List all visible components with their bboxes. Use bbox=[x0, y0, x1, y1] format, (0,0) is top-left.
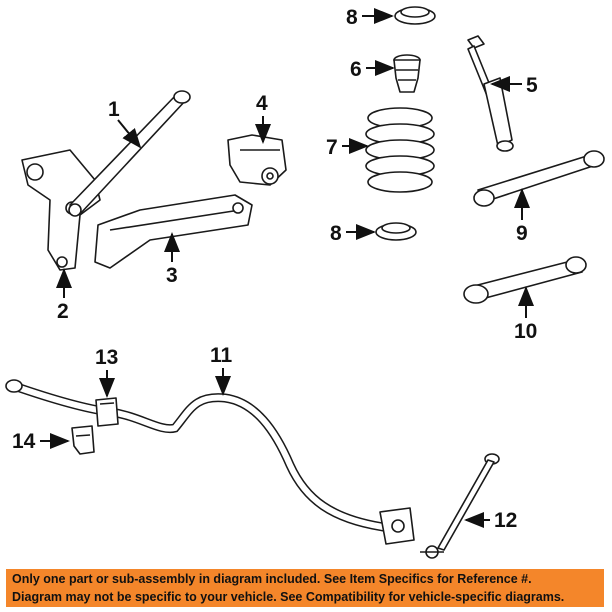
part-11-stabilizer-bar bbox=[5, 379, 415, 545]
part-5-shock-absorber bbox=[467, 35, 514, 152]
callout-7: 7 bbox=[326, 136, 369, 159]
callout-11: 11 bbox=[210, 344, 233, 396]
part-3-lower-arm bbox=[94, 194, 253, 269]
callout-2: 2 bbox=[56, 268, 72, 323]
callout-11-label: 11 bbox=[210, 344, 233, 367]
part-8-upper-isolator bbox=[394, 6, 436, 25]
part-1-control-rod bbox=[68, 90, 191, 217]
disclaimer-line-1: Only one part or sub-assembly in diagram… bbox=[12, 572, 532, 586]
callout-4: 4 bbox=[255, 92, 271, 144]
callout-14-label: 14 bbox=[12, 430, 36, 453]
part-10-control-arm bbox=[463, 256, 587, 304]
callout-7-label: 7 bbox=[326, 136, 338, 159]
callout-6-label: 6 bbox=[350, 58, 362, 81]
part-12-stabilizer-link bbox=[420, 453, 500, 559]
callout-12: 12 bbox=[464, 509, 517, 532]
callout-6: 6 bbox=[350, 58, 395, 81]
callout-8-upper-label: 8 bbox=[346, 6, 358, 29]
callout-1: 1 bbox=[108, 98, 142, 149]
part-2-bracket bbox=[21, 149, 101, 271]
callout-10: 10 bbox=[514, 286, 537, 343]
callout-13-label: 13 bbox=[95, 346, 118, 369]
callout-3-label: 3 bbox=[166, 264, 178, 287]
callout-14: 14 bbox=[12, 430, 70, 453]
part-4-bracket bbox=[227, 134, 287, 186]
part-13-bushing bbox=[95, 397, 119, 427]
part-9-control-arm bbox=[473, 150, 605, 207]
callout-9-label: 9 bbox=[516, 222, 528, 245]
callout-8-lower-label: 8 bbox=[330, 222, 342, 245]
disclaimer-line-2: Diagram may not be specific to your vehi… bbox=[12, 590, 565, 604]
callout-10-label: 10 bbox=[514, 320, 537, 343]
callout-8-lower: 8 bbox=[330, 222, 376, 245]
suspension-parts-diagram: 1 2 3 4 5 6 7 8 8 9 bbox=[5, 6, 605, 559]
part-8-lower-isolator bbox=[375, 222, 417, 241]
part-7-coil-spring bbox=[365, 107, 435, 193]
callout-8-upper: 8 bbox=[346, 6, 394, 29]
callout-1-label: 1 bbox=[108, 98, 120, 121]
disclaimer-banner: Only one part or sub-assembly in diagram… bbox=[6, 569, 604, 607]
callout-4-label: 4 bbox=[256, 92, 268, 115]
part-6-jounce-bumper bbox=[393, 54, 421, 93]
callout-5-label: 5 bbox=[526, 74, 538, 97]
callout-12-label: 12 bbox=[494, 509, 517, 532]
callout-9: 9 bbox=[514, 188, 530, 245]
callout-3: 3 bbox=[164, 232, 180, 287]
callout-13: 13 bbox=[95, 346, 118, 398]
callout-5: 5 bbox=[490, 74, 538, 97]
part-14-bushing bbox=[71, 425, 95, 455]
callout-2-label: 2 bbox=[57, 300, 69, 323]
